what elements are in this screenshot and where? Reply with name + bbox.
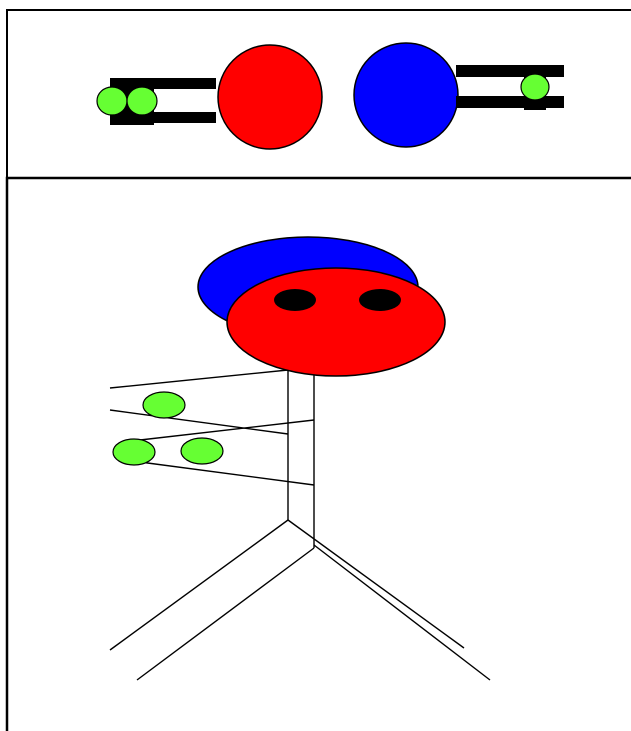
green-ball [180, 437, 224, 465]
black-clamp-left-bottom-bar [110, 112, 216, 123]
red-ellipse [226, 267, 446, 377]
leg-line [136, 547, 315, 681]
black-clamp-right-top-bar [456, 65, 564, 77]
bottom-panel-frame [5, 176, 631, 731]
leg-line [287, 519, 465, 649]
arm-line [139, 461, 315, 486]
blue-circle [353, 42, 459, 148]
green-ball [112, 438, 156, 466]
black-clamp-left-top-bar [110, 78, 216, 89]
leg-line [313, 544, 491, 681]
red-circle [217, 44, 323, 150]
arm-line [109, 409, 289, 435]
stick-figure [109, 369, 491, 681]
green-ball [520, 73, 550, 101]
green-ball [126, 86, 158, 116]
black-clamp-right-bottom-bar [456, 96, 564, 108]
black-eye [274, 289, 316, 311]
top-right-assembly [456, 65, 564, 110]
green-ball [142, 391, 186, 419]
arm-line [109, 369, 289, 389]
arm-line [139, 419, 315, 441]
top-left-assembly [96, 78, 216, 125]
leg-line [109, 519, 289, 651]
green-ball [96, 86, 128, 116]
black-eye [359, 289, 401, 311]
